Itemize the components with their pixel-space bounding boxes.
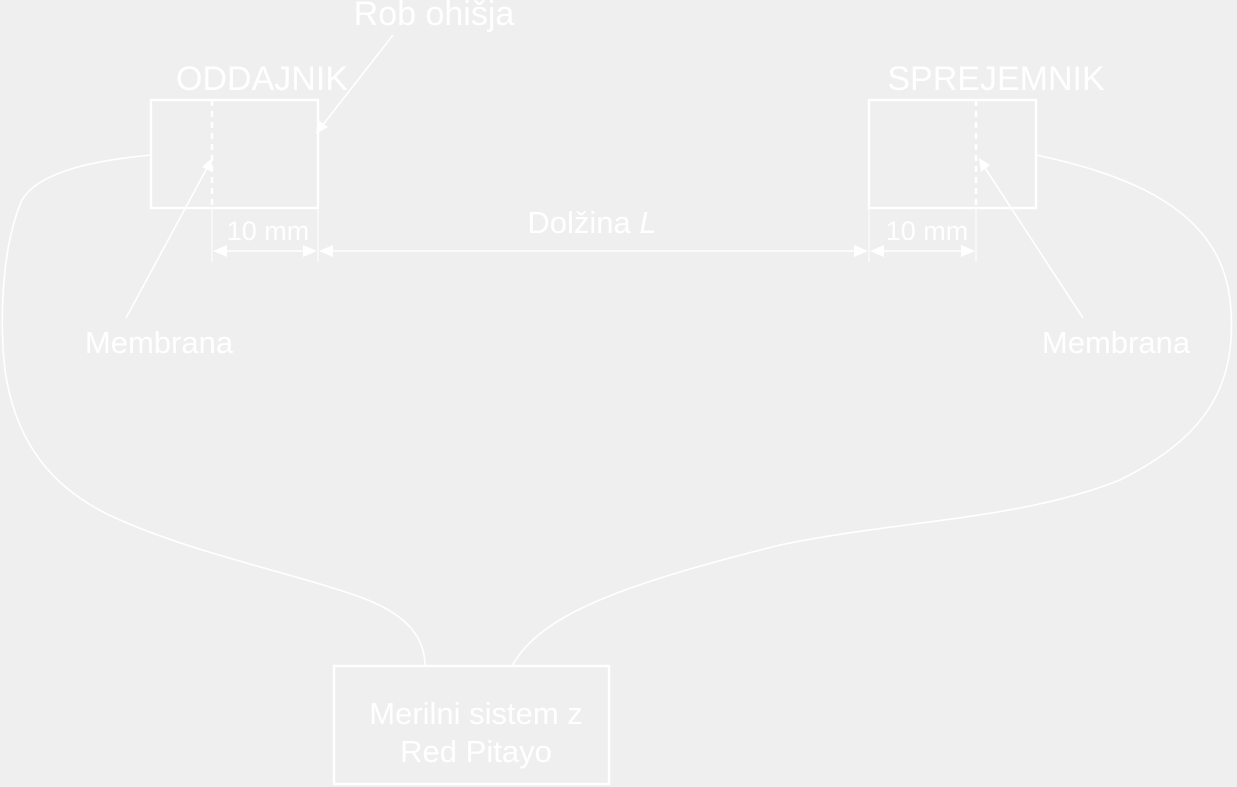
- length-label-text: Dolžina: [527, 205, 639, 240]
- membrane-left-label: Membrana: [85, 325, 234, 360]
- arrowhead: [213, 245, 227, 257]
- arrowhead: [303, 245, 317, 257]
- length-label: Dolžina L: [527, 205, 656, 240]
- offset-left-label: 10 mm: [227, 216, 310, 246]
- membrane-right-pointer: [984, 167, 1084, 319]
- measurement-system-line1: Merilni sistem z: [369, 696, 583, 731]
- arrowhead: [979, 158, 990, 172]
- receiver-label: SPREJEMNIK: [887, 60, 1105, 98]
- measurement-system-line2: Red Pitayo: [400, 734, 552, 769]
- arrowhead: [854, 245, 868, 257]
- arrowhead: [961, 245, 975, 257]
- receiver-box: [867, 98, 1038, 210]
- offset-right-label: 10 mm: [886, 216, 969, 246]
- arrowhead: [870, 245, 884, 257]
- length-symbol: L: [639, 205, 656, 240]
- cable-right: [511, 154, 1233, 667]
- arrowhead: [319, 245, 333, 257]
- transmitter-label: ODDAJNIK: [176, 60, 348, 98]
- transmitter-box: [149, 98, 320, 210]
- membrane-left-pointer: [125, 167, 208, 319]
- measurement-system-box: [332, 664, 611, 786]
- arrowhead: [202, 158, 212, 172]
- cable-left: [1, 154, 426, 667]
- housing-edge-label: Rob ohišja: [354, 0, 515, 33]
- housing-edge-pointer: [321, 34, 394, 127]
- membrane-right-label: Membrana: [1042, 325, 1191, 360]
